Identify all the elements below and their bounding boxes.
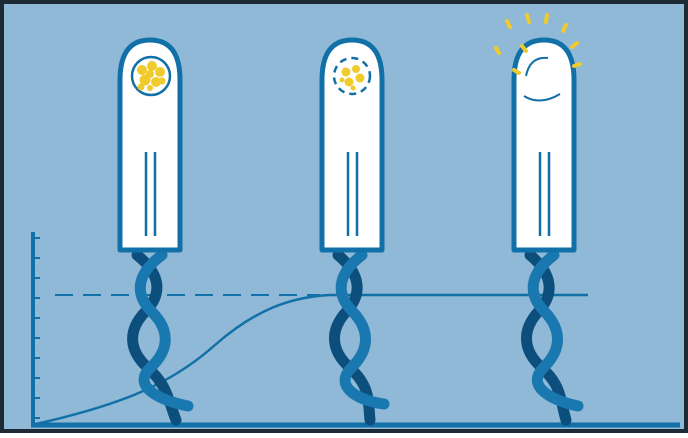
tampon-dissolving	[319, 37, 390, 426]
release-curve	[35, 293, 588, 426]
capsule-granules-full	[137, 61, 166, 91]
tampon-body-3	[511, 37, 577, 253]
release-burst-dashes	[494, 13, 582, 75]
chart-axes	[31, 232, 680, 428]
capsule-granules-partial	[339, 65, 365, 91]
cord-2	[329, 249, 390, 426]
tampon-body-2	[319, 37, 385, 253]
cord-1	[127, 249, 194, 426]
capsule-outline-empty-upper	[525, 56, 549, 77]
tampon-released	[494, 13, 584, 426]
tampon-intact	[117, 37, 194, 426]
y-axis-ticks	[33, 237, 40, 419]
capsule-outline-empty-lower	[523, 93, 561, 102]
tampon-body-1	[117, 37, 183, 253]
cord-3	[521, 249, 584, 426]
capsule-window-2	[332, 56, 372, 96]
